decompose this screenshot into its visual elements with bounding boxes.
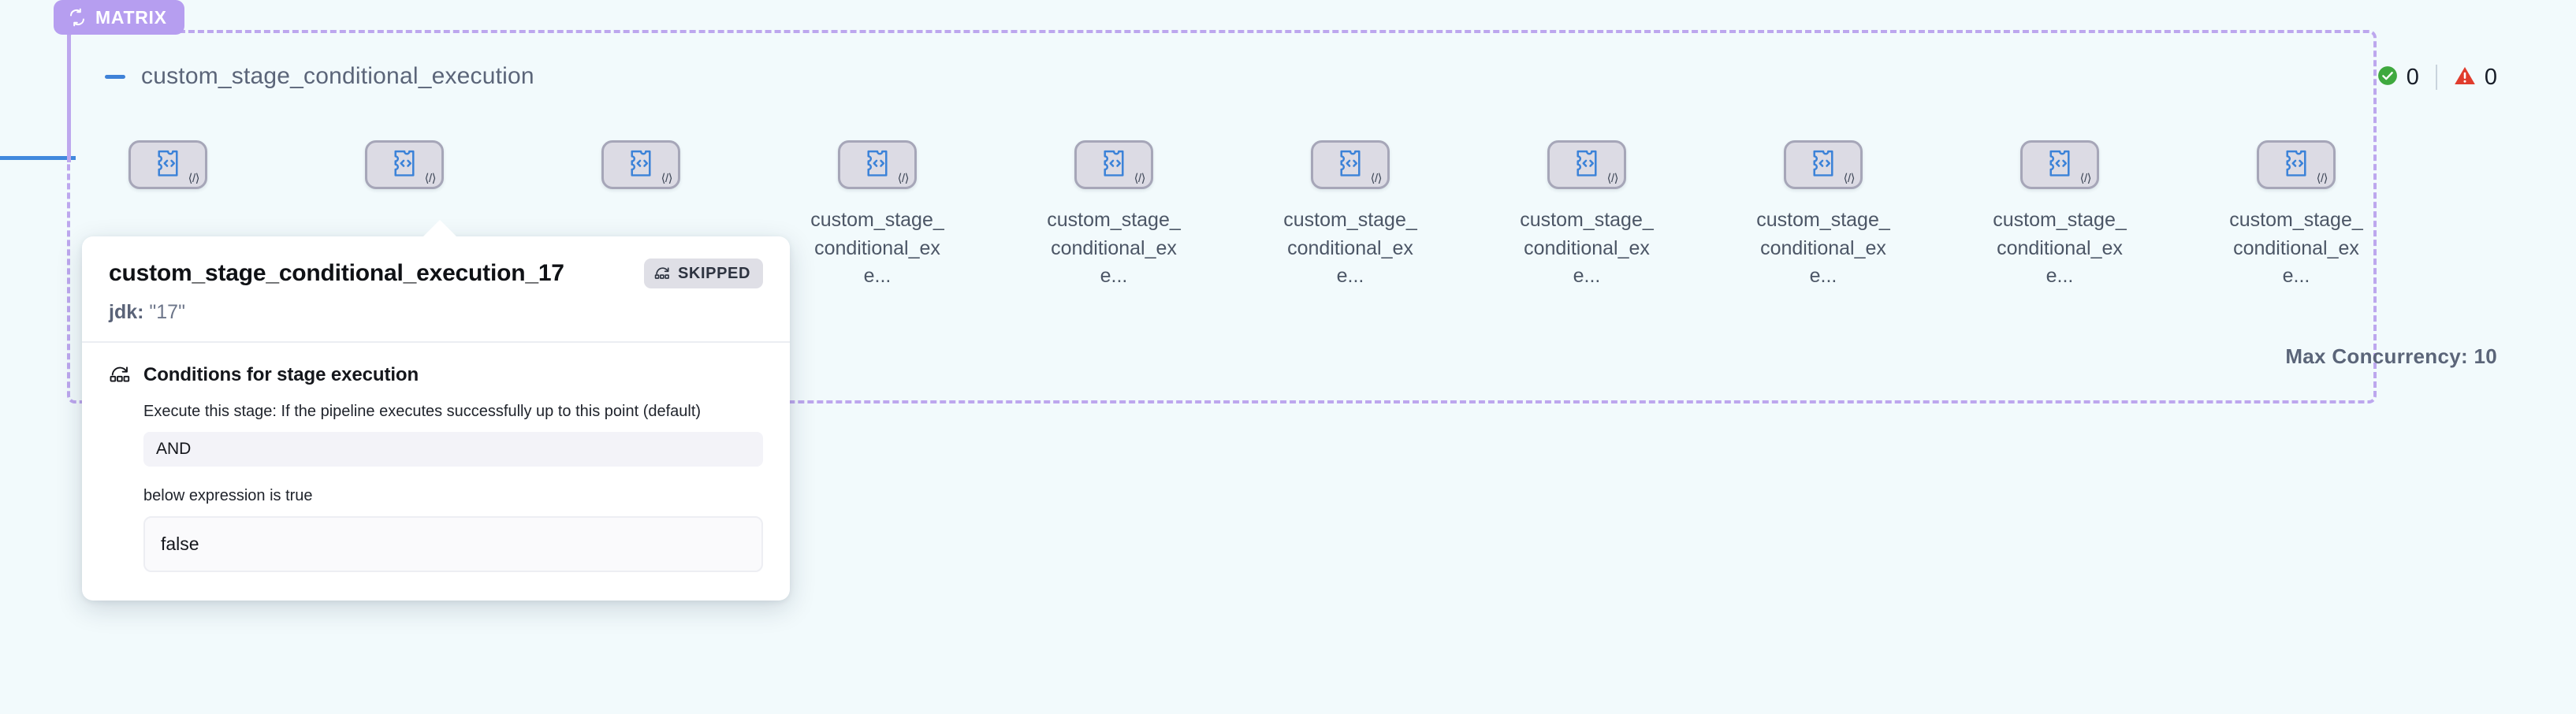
custom-stage-code-icon bbox=[863, 148, 892, 182]
popover-body: Conditions for stage execution Execute t… bbox=[82, 343, 790, 601]
code-brackets-icon: ⟨/⟩ bbox=[1843, 172, 1856, 185]
custom-stage-code-icon bbox=[390, 148, 419, 182]
status-badge-text: SKIPPED bbox=[677, 265, 750, 282]
matrix-node[interactable]: ⟨/⟩ custom_stage_conditional_exe... bbox=[2229, 140, 2363, 291]
node-box[interactable]: ⟨/⟩ bbox=[601, 140, 680, 189]
node-label: custom_stage_conditional_exe... bbox=[1047, 209, 1181, 287]
node-box[interactable]: ⟨/⟩ bbox=[2020, 140, 2099, 189]
matrix-node-row: ⟨/⟩ ⟨/⟩ bbox=[128, 140, 2363, 291]
skipped-icon bbox=[654, 264, 671, 283]
node-box[interactable]: ⟨/⟩ bbox=[838, 140, 917, 189]
conditions-header: Conditions for stage execution bbox=[109, 363, 763, 387]
minus-icon[interactable] bbox=[105, 66, 125, 87]
matrix-group-accent-bar bbox=[67, 30, 71, 162]
matrix-node[interactable]: ⟨/⟩ bbox=[128, 140, 207, 291]
code-brackets-icon: ⟨/⟩ bbox=[2079, 172, 2092, 185]
status-counters: 0 0 bbox=[2377, 65, 2497, 90]
node-label: custom_stage_conditional_exe... bbox=[1283, 209, 1417, 287]
node-label: custom_stage_conditional_exe... bbox=[2229, 209, 2363, 287]
matrix-node[interactable]: ⟨/⟩ custom_stage_conditional_exe... bbox=[1047, 140, 1181, 291]
check-circle-icon bbox=[2377, 65, 2398, 90]
node-box[interactable]: ⟨/⟩ bbox=[128, 140, 207, 189]
status-divider bbox=[2435, 65, 2437, 90]
matrix-node[interactable]: ⟨/⟩ bbox=[365, 140, 444, 291]
matrix-node[interactable]: ⟨/⟩ custom_stage_conditional_exe... bbox=[1756, 140, 1890, 291]
conditions-expression: false bbox=[143, 516, 763, 572]
matrix-group-frame bbox=[67, 30, 2377, 403]
node-label: custom_stage_conditional_exe... bbox=[1520, 209, 1654, 287]
matrix-node[interactable]: ⟨/⟩ custom_stage_conditional_exe... bbox=[810, 140, 944, 291]
matrix-tab[interactable]: MATRIX bbox=[54, 0, 184, 35]
matrix-node[interactable]: ⟨/⟩ custom_stage_conditional_exe... bbox=[1283, 140, 1417, 291]
code-brackets-icon: ⟨/⟩ bbox=[1134, 172, 1146, 185]
matrix-node[interactable]: ⟨/⟩ bbox=[601, 140, 680, 291]
matrix-axis-val: "17" bbox=[149, 301, 185, 323]
node-box[interactable]: ⟨/⟩ bbox=[365, 140, 444, 189]
code-brackets-icon: ⟨/⟩ bbox=[2316, 172, 2328, 185]
node-box[interactable]: ⟨/⟩ bbox=[1311, 140, 1390, 189]
node-box[interactable]: ⟨/⟩ bbox=[1547, 140, 1626, 189]
page-title: custom_stage_conditional_execution bbox=[141, 63, 534, 89]
custom-stage-code-icon bbox=[1100, 148, 1128, 182]
custom-stage-code-icon bbox=[1336, 148, 1364, 182]
code-brackets-icon: ⟨/⟩ bbox=[661, 172, 673, 185]
matrix-tab-label: MATRIX bbox=[95, 6, 167, 28]
conditions-description: Execute this stage: If the pipeline exec… bbox=[143, 403, 702, 420]
stage-detail-popover: custom_stage_conditional_execution_17 SK… bbox=[82, 220, 790, 601]
custom-stage-code-icon bbox=[1573, 148, 1601, 182]
node-box[interactable]: ⟨/⟩ bbox=[2257, 140, 2336, 189]
warning-count: 0 bbox=[2484, 64, 2497, 90]
custom-stage-code-icon bbox=[2046, 148, 2074, 182]
incoming-edge-connector bbox=[0, 156, 76, 160]
popover-arrow bbox=[423, 220, 457, 237]
custom-stage-code-icon bbox=[154, 148, 182, 182]
status-badge: SKIPPED bbox=[643, 258, 763, 288]
custom-stage-code-icon bbox=[627, 148, 655, 182]
code-brackets-icon: ⟨/⟩ bbox=[1370, 172, 1383, 185]
matrix-axis-value: jdk: "17" bbox=[109, 303, 763, 322]
success-status: 0 bbox=[2377, 65, 2419, 90]
code-brackets-icon: ⟨/⟩ bbox=[188, 172, 200, 185]
custom-stage-code-icon bbox=[1809, 148, 1837, 182]
popover-divider bbox=[82, 341, 790, 343]
conditions-icon bbox=[109, 363, 131, 387]
matrix-node[interactable]: ⟨/⟩ custom_stage_conditional_exe... bbox=[1993, 140, 2127, 291]
conditions-heading: Conditions for stage execution bbox=[143, 364, 419, 385]
max-concurrency-label: Max Concurrency: 10 bbox=[2285, 344, 2497, 368]
node-box[interactable]: ⟨/⟩ bbox=[1784, 140, 1863, 189]
conditions-operator: AND bbox=[143, 432, 763, 467]
popover-header: custom_stage_conditional_execution_17 SK… bbox=[82, 236, 790, 341]
conditions-sub-label: below expression is true bbox=[143, 487, 313, 504]
warning-triangle-icon bbox=[2454, 65, 2476, 90]
cycle-icon bbox=[68, 8, 87, 27]
code-brackets-icon: ⟨/⟩ bbox=[1606, 172, 1619, 185]
matrix-node[interactable]: ⟨/⟩ custom_stage_conditional_exe... bbox=[1520, 140, 1654, 291]
code-brackets-icon: ⟨/⟩ bbox=[424, 172, 437, 185]
node-label: custom_stage_conditional_exe... bbox=[810, 209, 944, 287]
matrix-group-header: custom_stage_conditional_execution bbox=[105, 63, 534, 90]
matrix-axis-key: jdk: bbox=[109, 301, 144, 323]
node-label: custom_stage_conditional_exe... bbox=[1993, 209, 2127, 287]
custom-stage-code-icon bbox=[2282, 148, 2310, 182]
warning-status: 0 bbox=[2454, 65, 2497, 90]
node-label: custom_stage_conditional_exe... bbox=[1756, 209, 1890, 287]
node-box[interactable]: ⟨/⟩ bbox=[1074, 140, 1153, 189]
code-brackets-icon: ⟨/⟩ bbox=[897, 172, 910, 185]
popover-title: custom_stage_conditional_execution_17 bbox=[109, 260, 564, 286]
success-count: 0 bbox=[2406, 64, 2419, 90]
